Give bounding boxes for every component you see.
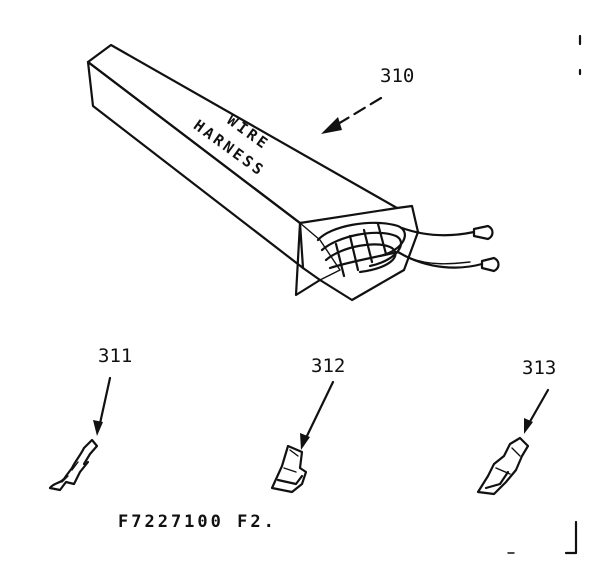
callout-312: 312 xyxy=(270,355,345,494)
wire-harness-box: WIRE HARNESS xyxy=(86,43,500,302)
terminal-312 xyxy=(270,444,308,494)
callout-label-313: 313 xyxy=(522,357,556,379)
terminal-311 xyxy=(48,438,99,492)
callout-label-310: 310 xyxy=(380,65,414,87)
arrowhead-313 xyxy=(524,418,533,434)
callout-label-312: 312 xyxy=(311,355,345,377)
callout-label-311: 311 xyxy=(98,345,132,367)
callout-310: 310 xyxy=(321,65,414,134)
terminal-313 xyxy=(476,436,530,496)
arrowhead-312 xyxy=(300,433,310,450)
callout-311: 311 xyxy=(48,345,132,492)
arrowhead-310 xyxy=(321,117,342,134)
coiled-wires xyxy=(316,221,406,278)
scan-marks xyxy=(507,34,582,555)
arrowhead-311 xyxy=(93,420,103,436)
callout-313: 313 xyxy=(476,357,556,496)
figure-id: F7227100 F2. xyxy=(118,512,277,532)
wire-leads xyxy=(396,224,500,273)
